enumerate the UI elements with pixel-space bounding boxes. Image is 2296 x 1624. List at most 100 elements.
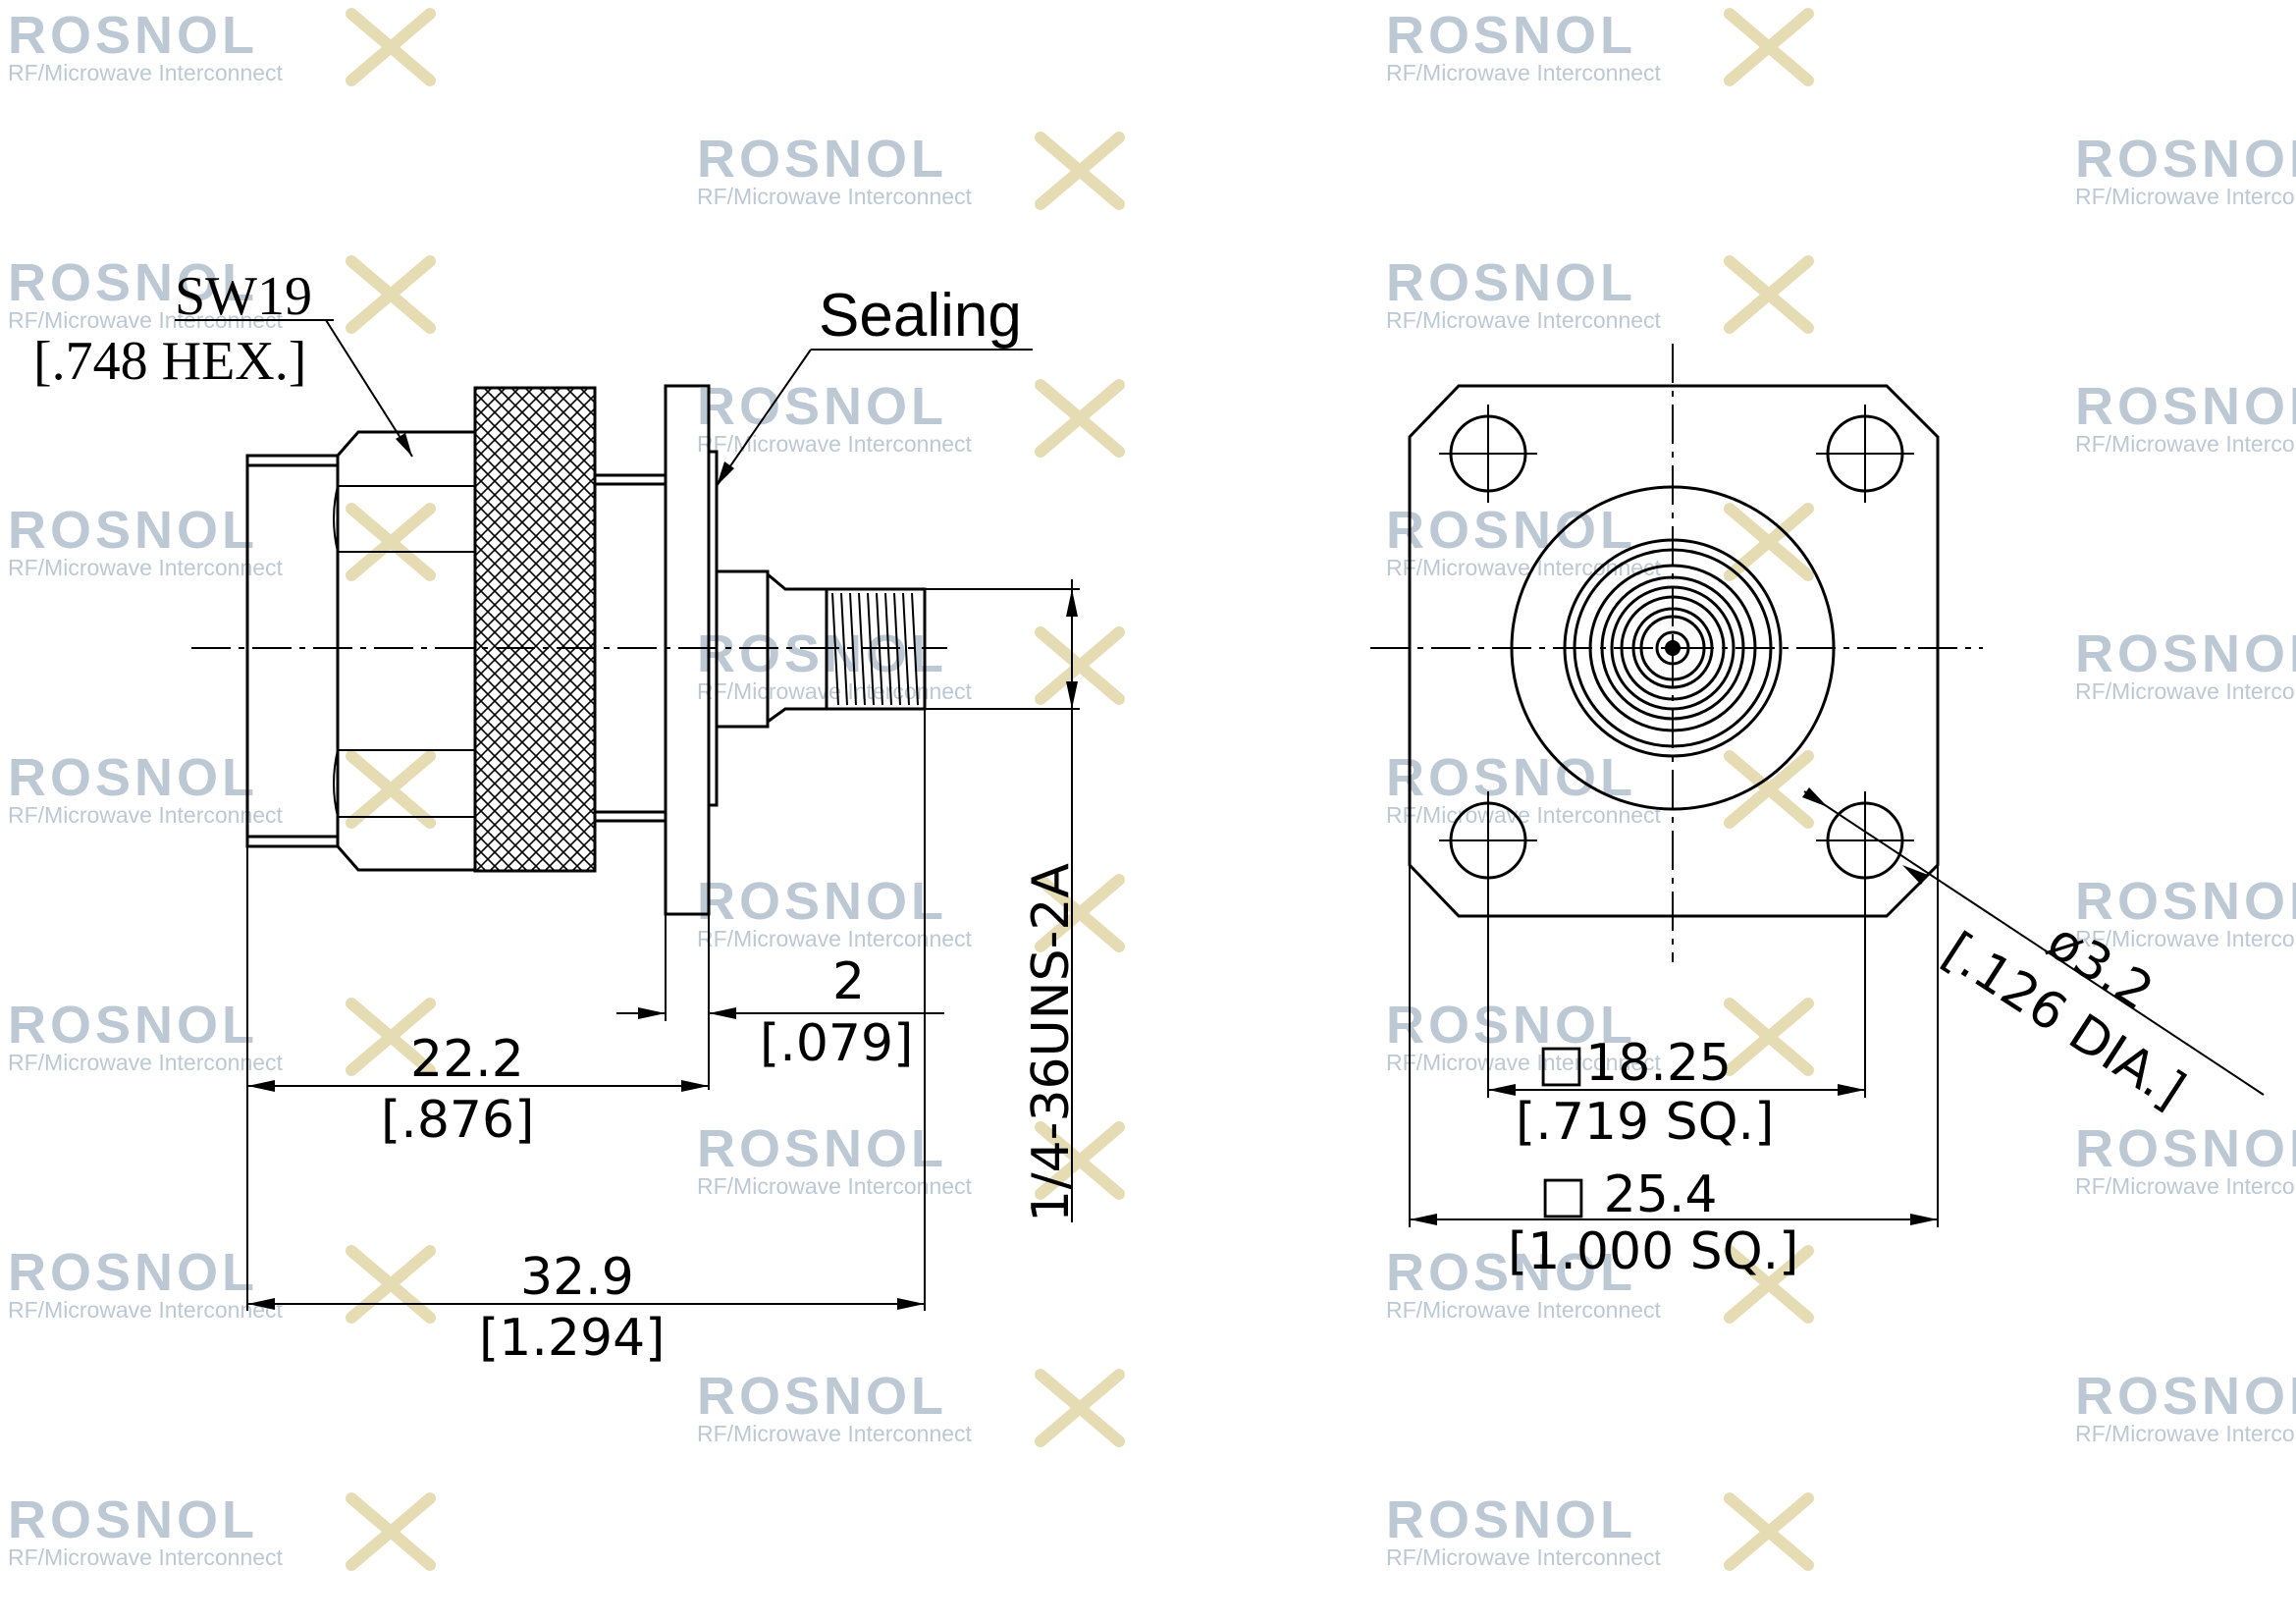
knurled-coupling [473,386,597,873]
flange-thickness-inch: [.079] [760,1014,913,1073]
svg-text:ROSNOL: ROSNOL [1386,748,1636,807]
mounting-hole-tl [1439,405,1537,503]
nose-body [245,454,340,848]
svg-text:RF/Microwave Interconnect: RF/Microwave Interconnect [697,678,973,704]
svg-text:RF/Microwave Interconnect: RF/Microwave Interconnect [1386,1544,1662,1570]
mounting-hole-br [1816,791,1914,890]
svg-text:RF/Microwave Interconnect: RF/Microwave Interconnect [1386,802,1662,828]
svg-text:ROSNOL: ROSNOL [697,624,947,683]
thread-lines [831,592,919,706]
svg-text:RF/Microwave Interconnect: RF/Microwave Interconnect [8,1050,284,1075]
svg-text:RF/Microwave Interconnect: RF/Microwave Interconnect [8,555,284,580]
hole-spacing: □18.25 [1537,1034,1732,1093]
svg-text:RF/Microwave Interconnect: RF/Microwave Interconnect [697,184,973,209]
svg-text:RF/Microwave Interconnect: RF/Microwave Interconnect [8,1297,284,1323]
svg-text:ROSNOL: ROSNOL [2075,624,2296,683]
svg-text:RF/Microwave Interconnect: RF/Microwave Interconnect [2075,1173,2296,1199]
overall-length: 32.9 [520,1248,634,1307]
svg-text:RF/Microwave Interconnect: RF/Microwave Interconnect [1386,1050,1662,1075]
svg-text:ROSNOL: ROSNOL [2075,130,2296,189]
svg-text:RF/Microwave Interconnect: RF/Microwave Interconnect [2075,926,2296,951]
flange-size: □ 25.4 [1539,1165,1717,1224]
svg-text:RF/Microwave Interconnect: RF/Microwave Interconnect [697,1173,973,1199]
sealing-leader [716,349,812,487]
flange-thickness: 2 [832,952,865,1011]
svg-text:ROSNOL: ROSNOL [2075,1119,2296,1178]
hole-spacing-inch: [.719 SQ.] [1516,1093,1774,1152]
mounting-hole-tr [1816,405,1914,503]
svg-text:ROSNOL: ROSNOL [1386,1490,1636,1549]
svg-text:RF/Microwave Interconnect: RF/Microwave Interconnect [1386,1297,1662,1323]
svg-text:ROSNOL: ROSNOL [697,377,947,436]
svg-text:RF/Microwave Interconnect: RF/Microwave Interconnect [8,1544,284,1570]
hex-label-inch: [.748 HEX.] [33,331,306,392]
svg-text:ROSNOL: ROSNOL [2075,377,2296,436]
flange-size-inch: [1.000 SQ.] [1508,1222,1798,1281]
thread-label: 1/4-36UNS-2A [1022,863,1081,1222]
svg-text:ROSNOL: ROSNOL [1386,501,1636,560]
svg-text:ROSNOL: ROSNOL [1386,6,1636,65]
svg-text:RF/Microwave Interconnect: RF/Microwave Interconnect [2075,678,2296,704]
svg-text:ROSNOL: ROSNOL [8,748,258,807]
svg-text:ROSNOL: ROSNOL [8,501,258,560]
sealing-ring [707,450,719,807]
svg-text:ROSNOL: ROSNOL [8,1490,258,1549]
svg-text:ROSNOL: ROSNOL [1386,1243,1636,1302]
svg-text:ROSNOL: ROSNOL [8,253,258,312]
svg-text:ROSNOL: ROSNOL [697,130,947,189]
front-flange-outline [1408,384,1940,918]
svg-text:ROSNOL: ROSNOL [697,1367,947,1426]
rear-body [717,569,770,729]
svg-text:RF/Microwave Interconnect: RF/Microwave Interconnect [2075,184,2296,209]
svg-text:RF/Microwave Interconnect: RF/Microwave Interconnect [1386,60,1662,85]
svg-text:ROSNOL: ROSNOL [8,6,258,65]
body-length: 22.2 [410,1030,524,1089]
svg-text:RF/Microwave Interconnect: RF/Microwave Interconnect [8,802,284,828]
svg-text:ROSNOL: ROSNOL [697,1119,947,1178]
sealing-label: Sealing [819,282,1022,350]
svg-text:ROSNOL: ROSNOL [2075,872,2296,931]
hex-label: SW19 [175,266,312,327]
svg-text:ROSNOL: ROSNOL [8,996,258,1055]
svg-text:RF/Microwave Interconnect: RF/Microwave Interconnect [2075,431,2296,457]
svg-text:RF/Microwave Interconnect: RF/Microwave Interconnect [2075,1421,2296,1446]
svg-text:RF/Microwave Interconnect: RF/Microwave Interconnect [697,431,973,457]
body-length-inch: [.876] [381,1091,534,1150]
svg-text:ROSNOL: ROSNOL [697,872,947,931]
svg-text:ROSNOL: ROSNOL [8,1243,258,1302]
overall-length-inch: [1.294] [479,1309,665,1368]
svg-text:RF/Microwave Interconnect: RF/Microwave Interconnect [8,60,284,85]
mounting-hole-bl [1439,791,1537,890]
front-rings [1510,485,1836,811]
side-view: SW19 [.748 HEX.] Sealing 1/4-36UNS-2A 2 … [33,266,1081,1368]
hole-dia-leader [1803,790,2265,1096]
svg-text:ROSNOL: ROSNOL [2075,1367,2296,1426]
svg-text:RF/Microwave Interconnect: RF/Microwave Interconnect [697,1421,973,1446]
